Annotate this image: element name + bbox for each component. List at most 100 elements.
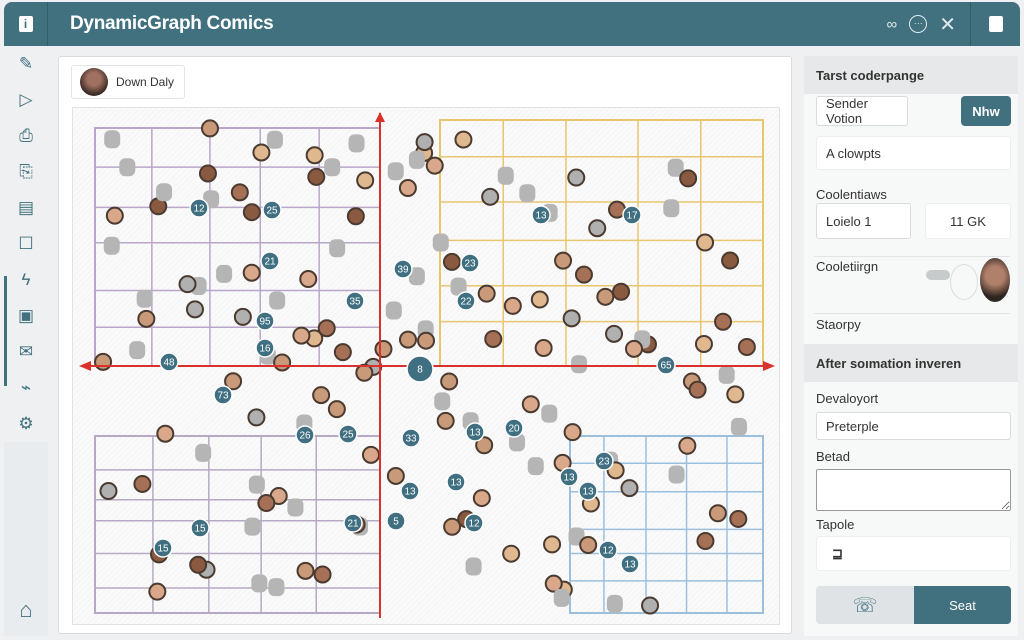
placeholder-avatar [104,130,121,149]
graph-node [393,259,413,279]
edit-icon[interactable]: ✎ [4,46,48,82]
character-avatar [374,340,393,359]
character-avatar [242,203,261,222]
placeholder-avatar [266,130,283,149]
graph-node [464,513,484,533]
mail-icon[interactable]: ✉ [4,334,48,370]
character-avatar [679,169,698,188]
node-label: 23 [464,259,476,270]
dropdown[interactable]: A clowpts [816,136,1011,170]
character-avatar [678,436,697,455]
feed-icon: ⊒ [832,545,843,561]
graph-node [620,554,640,574]
graph-node [153,538,173,558]
placeholder-avatar [668,465,685,484]
properties-panel: Tarst coderpange Sender Votion Nhw A clo… [804,56,1018,636]
character-avatar [729,509,748,528]
node-label: 21 [264,257,276,268]
user-name: Down Daly [116,75,175,89]
divider [814,313,1010,314]
placeholder-avatar [450,277,467,296]
character-avatar [148,582,167,601]
close-icon[interactable]: ✕ [939,13,956,36]
node-label: 13 [404,487,416,498]
box-icon[interactable]: ☐ [4,226,48,262]
graph-node [386,511,406,531]
placeholder-avatar [324,158,341,177]
devaloyort-field[interactable]: Preterple [816,412,1011,440]
placeholder-avatar [385,301,402,320]
graph-node [456,291,476,311]
character-avatar [454,130,473,149]
graph-node [504,418,524,438]
character-avatar [588,219,607,238]
divider [814,256,1010,257]
toggle-slider[interactable] [926,270,950,280]
node-label: 12 [468,519,480,530]
link-icon[interactable]: ∞ [886,15,898,33]
bookmark-icon[interactable] [970,2,1020,46]
seat-button[interactable]: Seat [914,586,1011,624]
character-avatar [178,275,197,294]
graph-node [446,472,466,492]
graph-node [260,251,280,271]
cooletiirgn-label: Cooletiirgn [816,259,879,274]
character-avatar [721,251,740,270]
flash-icon[interactable]: ϟ [4,262,48,298]
character-avatar [696,233,715,252]
home-icon[interactable]: ⌂ [19,597,33,622]
placeholder-avatar [408,267,425,286]
character-avatar [574,265,593,284]
bag-icon[interactable]: ⎙ [4,118,48,154]
more-icon[interactable]: ··· [909,15,928,33]
new-button[interactable]: Nhw [961,96,1011,126]
character-avatar [133,474,152,493]
character-avatar [554,251,573,270]
node-label: 13 [469,428,481,439]
user-chip[interactable]: Down Daly [71,65,186,99]
character-avatar [534,339,553,358]
toggle-track [950,264,978,300]
placeholder-avatar [497,166,514,185]
placeholder-avatar [606,594,623,613]
graph-node [189,198,209,218]
character-avatar [299,270,318,289]
placeholder-avatar [571,355,588,374]
gear-icon[interactable]: ⚙ [4,406,48,442]
placeholder-avatar [667,158,684,177]
betad-textarea[interactable] [816,469,1011,511]
character-avatar [189,555,208,574]
node-label: 17 [626,211,638,222]
field-right[interactable]: 11 GK [925,203,1011,239]
character-avatar [156,424,175,443]
node-label: 26 [299,431,311,442]
graph-node [465,422,485,442]
character-avatar [224,372,243,391]
node-label: 95 [259,317,271,328]
graph-node [400,481,420,501]
field-left[interactable]: Loielo 1 [816,203,911,239]
node-label: 13 [450,478,462,489]
character-avatar [333,343,352,362]
graph-node [598,540,618,560]
graph-node [656,355,676,375]
print-icon[interactable]: ⎘ [4,154,48,190]
placeholder-avatar [432,233,449,252]
graph-node [159,352,179,372]
avatar [80,68,108,96]
send-icon[interactable]: ▷ [4,82,48,118]
info-icon[interactable]: i [4,2,48,46]
image-icon[interactable]: ▣ [4,298,48,334]
calendar-icon[interactable]: ▤ [4,190,48,226]
call-button[interactable]: ☏ [816,586,914,624]
node-label: 48 [163,358,175,369]
character-avatar [257,494,276,513]
tapole-field[interactable]: ⊒ [816,536,1011,571]
quadrant-border [569,435,764,614]
placeholder-avatar [329,239,346,258]
plugin-icon[interactable]: ⌁ [4,370,48,406]
sender-field[interactable]: Sender Votion [816,96,908,126]
character-avatar [714,312,733,331]
